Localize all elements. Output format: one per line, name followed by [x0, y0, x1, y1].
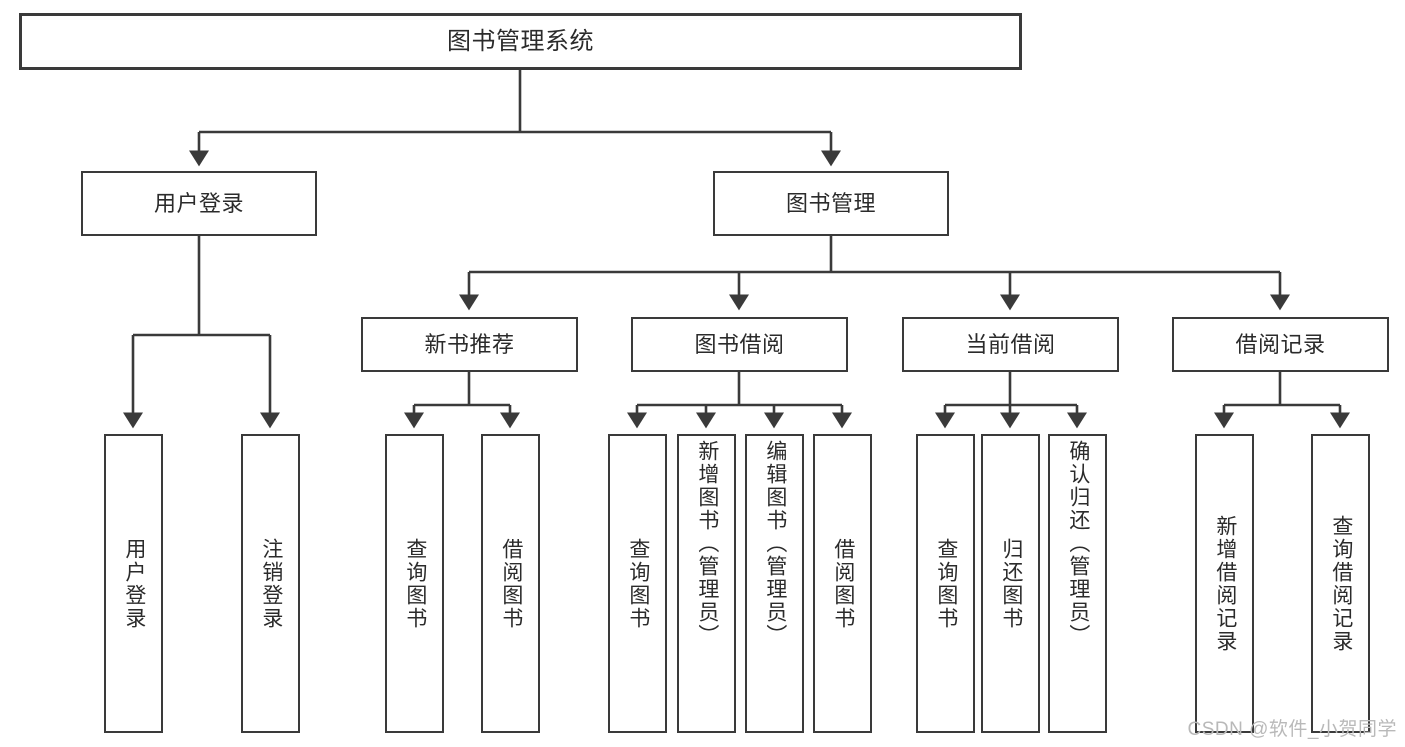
node-label: 新增借阅记录 — [1213, 514, 1237, 653]
node-label: 归还图书 — [999, 537, 1023, 630]
leaf-current-borrow-return-book[interactable]: 归还图书 — [981, 434, 1040, 733]
node-label: 借阅图书 — [499, 537, 523, 630]
node-current-borrow[interactable]: 当前借阅 — [902, 317, 1119, 372]
node-label: 查询图书 — [403, 537, 427, 630]
node-book-management[interactable]: 图书管理 — [713, 171, 949, 236]
node-label: 确认归还（管理员） — [1066, 440, 1090, 647]
node-label: 当前借阅 — [965, 331, 1056, 357]
leaf-book-borrow-add-book-admin[interactable]: 新增图书（管理员） — [677, 434, 736, 733]
leaf-user-login-login[interactable]: 用户登录 — [104, 434, 163, 733]
node-label: 图书借阅 — [694, 331, 785, 357]
leaf-current-borrow-confirm-return-admin[interactable]: 确认归还（管理员） — [1048, 434, 1107, 733]
node-book-borrow[interactable]: 图书借阅 — [631, 317, 848, 372]
node-label: 注销登录 — [259, 537, 283, 630]
node-label: 借阅图书 — [831, 537, 855, 630]
node-borrow-record[interactable]: 借阅记录 — [1172, 317, 1389, 372]
node-label: 图书管理系统 — [447, 27, 594, 55]
node-label: 新增图书（管理员） — [695, 440, 719, 647]
node-label: 新书推荐 — [424, 331, 515, 357]
leaf-current-borrow-query-book[interactable]: 查询图书 — [916, 434, 975, 733]
leaf-borrow-record-add-record[interactable]: 新增借阅记录 — [1195, 434, 1254, 733]
node-label: 图书管理 — [785, 190, 876, 216]
leaf-user-login-logout[interactable]: 注销登录 — [241, 434, 300, 733]
leaf-book-borrow-query-book[interactable]: 查询图书 — [608, 434, 667, 733]
node-label: 用户登录 — [153, 190, 244, 216]
node-user-login[interactable]: 用户登录 — [81, 171, 317, 236]
node-label: 编辑图书（管理员） — [763, 440, 787, 647]
leaf-new-book-borrow-book[interactable]: 借阅图书 — [481, 434, 540, 733]
leaf-book-borrow-edit-book-admin[interactable]: 编辑图书（管理员） — [745, 434, 804, 733]
node-label: 查询图书 — [934, 537, 958, 630]
leaf-book-borrow-borrow-book[interactable]: 借阅图书 — [813, 434, 872, 733]
node-label: 借阅记录 — [1235, 331, 1326, 357]
leaf-new-book-query-book[interactable]: 查询图书 — [385, 434, 444, 733]
leaf-borrow-record-query-record[interactable]: 查询借阅记录 — [1311, 434, 1370, 733]
node-root-book-management-system[interactable]: 图书管理系统 — [19, 13, 1022, 70]
node-new-book-recommend[interactable]: 新书推荐 — [361, 317, 578, 372]
node-label: 用户登录 — [122, 537, 146, 630]
node-label: 查询借阅记录 — [1329, 514, 1353, 653]
node-label: 查询图书 — [626, 537, 650, 630]
watermark-text: CSDN @软件_小贺同学 — [1187, 719, 1397, 740]
